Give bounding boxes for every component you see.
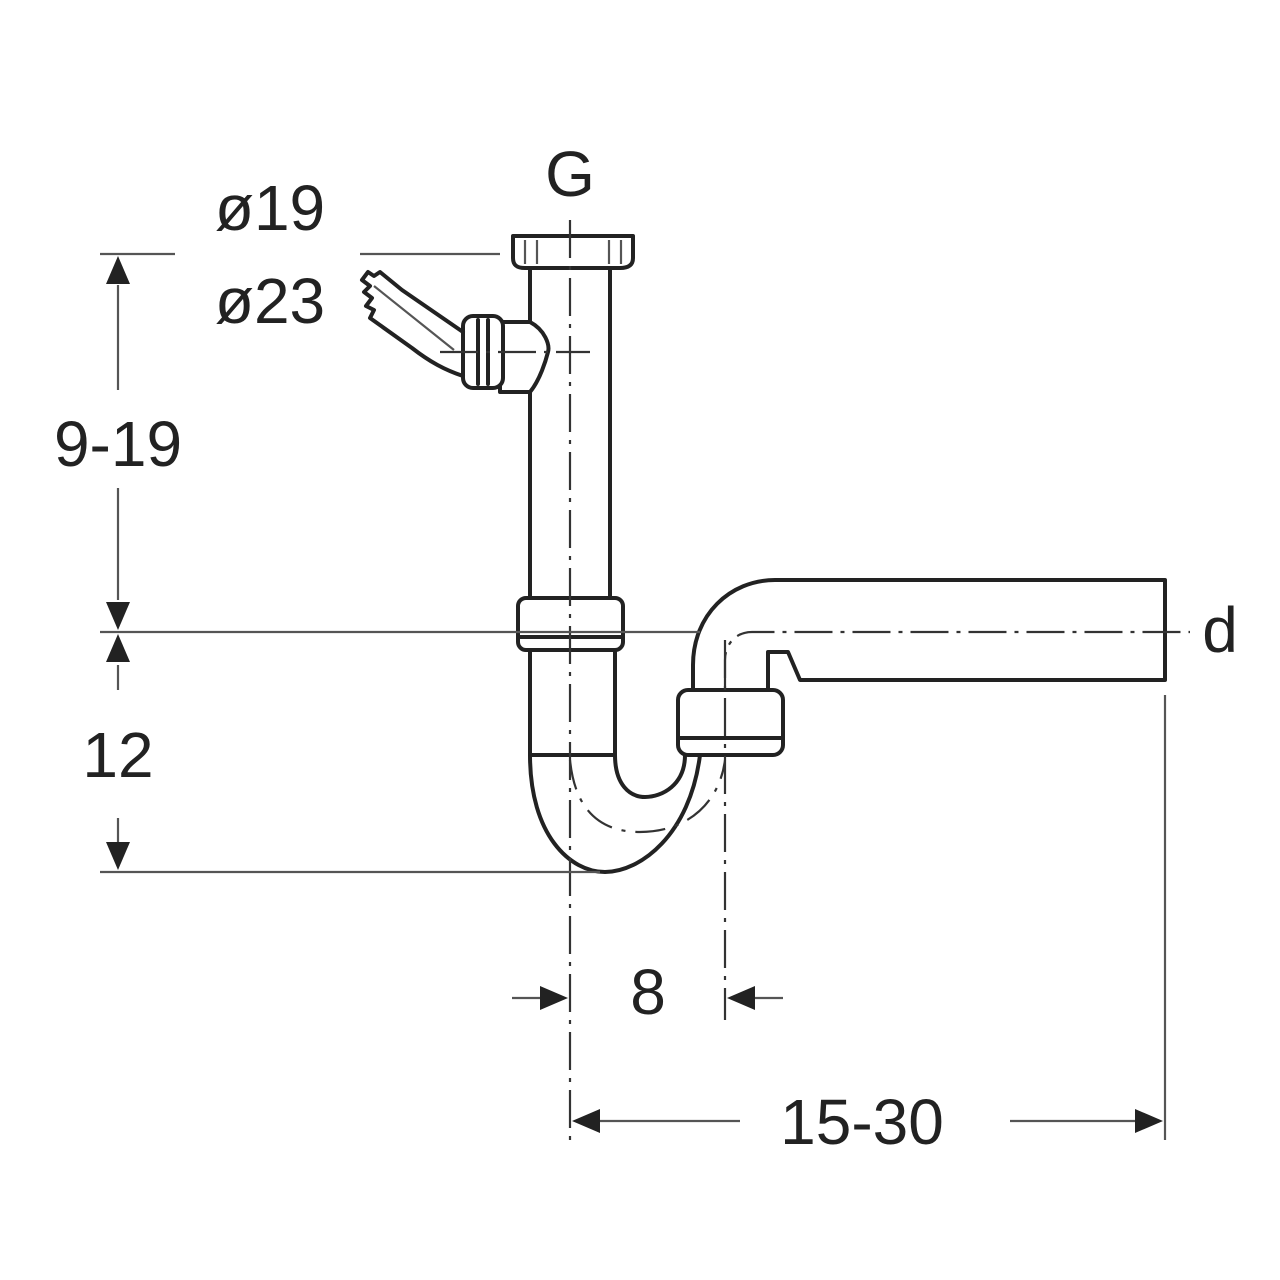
inlet-tube [528, 266, 612, 600]
hose-nozzle [360, 270, 551, 394]
arrow-right-icon [1135, 1109, 1163, 1133]
inlet-nut [511, 234, 635, 270]
dimension-outlet-reach: 15-30 [780, 1086, 944, 1158]
u-bend [528, 648, 785, 874]
label-inlet-thread: G [545, 138, 595, 210]
centre-lines [440, 220, 1190, 1140]
label-nozzle-diameter-small: ø19 [215, 172, 325, 244]
label-outlet-diameter: d [1202, 594, 1238, 666]
dimension-trap-offset: 8 [630, 956, 666, 1028]
dimension-inlet-height: 9-19 [54, 408, 182, 480]
arrow-right-icon [540, 986, 568, 1010]
outlet-pipe [691, 578, 1167, 692]
dimension-water-seal: 12 [82, 719, 153, 791]
arrowheads [106, 256, 1163, 1133]
arrow-down-icon [106, 602, 130, 630]
arrow-left-icon [727, 986, 755, 1010]
dimension-lines [100, 252, 1167, 1140]
arrow-left-icon [572, 1109, 600, 1133]
label-nozzle-diameter-large: ø23 [215, 265, 325, 337]
arrow-up-icon [106, 634, 130, 662]
arrow-down-icon [106, 842, 130, 870]
arrow-up-icon [106, 256, 130, 284]
